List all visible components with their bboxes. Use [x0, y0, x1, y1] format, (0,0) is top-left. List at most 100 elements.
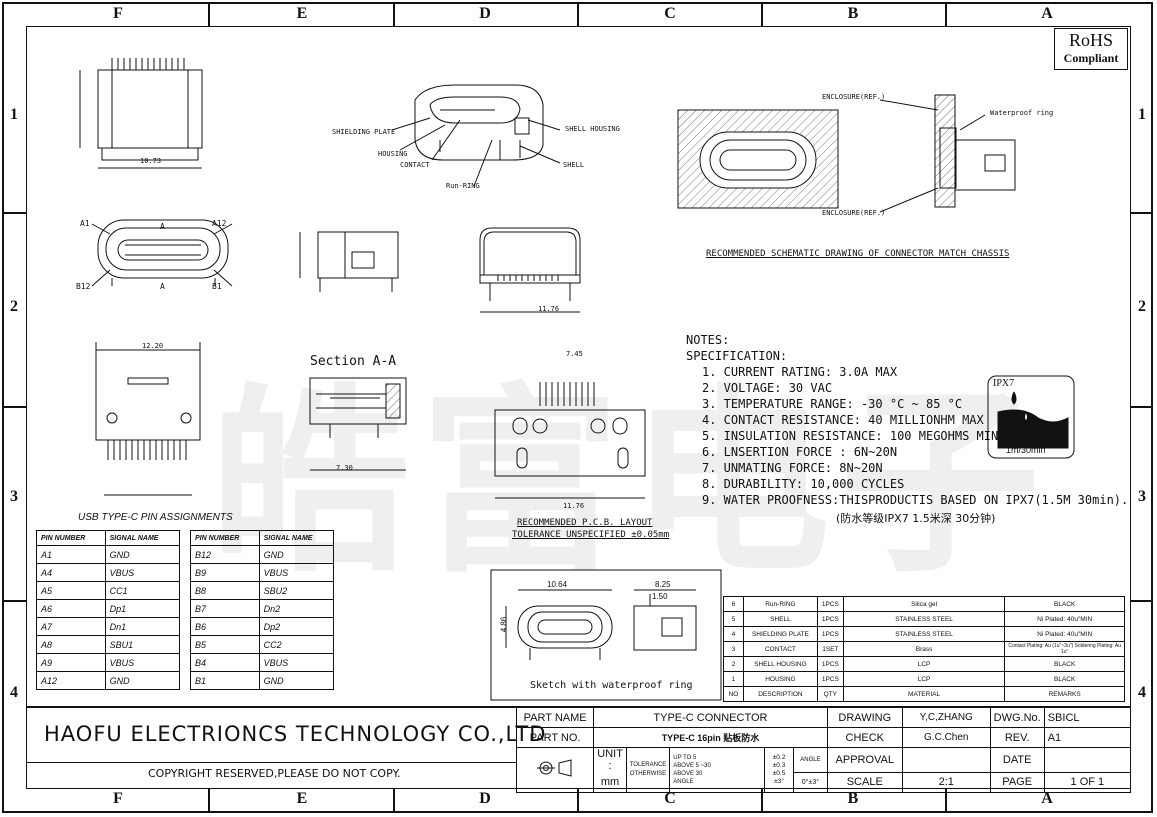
col-header-f-bottom: F — [113, 790, 123, 807]
tol-range-above-30: ABOVE 30 — [673, 770, 703, 777]
tolerance-text: TOLERANCE — [629, 761, 667, 768]
check-value: G.C.Chen — [901, 727, 991, 748]
copyright-text: COPYRIGHT RESERVED,PLEASE DO NOT COPY. — [148, 767, 401, 780]
bom-description: Run-RING — [742, 596, 818, 612]
pin-number: B1 — [190, 671, 260, 690]
company-divider — [26, 762, 516, 763]
date-value — [1043, 747, 1132, 773]
part-no-label: PART NO. — [515, 727, 595, 748]
ipx7-icon-drawing — [987, 375, 1075, 459]
label-section-a-bottom: A — [160, 282, 165, 291]
bom-material: LCP — [842, 656, 1006, 672]
drawing-label: DRAWING — [826, 707, 903, 728]
col-header-a-bottom: A — [1041, 790, 1053, 807]
col-divider — [761, 789, 763, 811]
rohs-text: RoHS — [1068, 30, 1113, 50]
bom-description: DESCRIPTION — [742, 686, 818, 702]
pin-header-number: PIN NUMBER — [190, 530, 260, 546]
col-header-e-top: E — [296, 5, 308, 22]
pin-number: A1 — [36, 545, 106, 564]
bom-no: 6 — [723, 596, 744, 612]
label-b12: B12 — [76, 282, 91, 291]
pin-number: A4 — [36, 563, 106, 582]
pin-number: A9 — [36, 653, 106, 672]
col-divider — [208, 4, 210, 26]
note-item: 8. DURABILITY: 10,000 CYCLES — [702, 477, 905, 491]
section-a-a-view — [309, 377, 407, 471]
signal-name: Dn2 — [258, 599, 335, 618]
col-header-f-top: F — [113, 5, 123, 22]
col-divider — [577, 4, 579, 26]
part-name-label: PART NAME — [515, 707, 595, 728]
rev-label: REV. — [989, 727, 1045, 748]
note-item: 5. INSULATION RESISTANCE: 100 MEGOHMS MI… — [702, 429, 1006, 443]
title-block-table: PART NAME TYPE-C CONNECTOR DRAWING Y,C,Z… — [515, 707, 1132, 793]
col-header-b-bottom: B — [847, 790, 859, 807]
tol-value-1: ±0.2 — [772, 753, 786, 761]
col-divider — [393, 4, 395, 26]
label-contact: CONTACT — [400, 161, 430, 169]
col-header-c-top: C — [664, 5, 676, 22]
notes-chinese: (防水等级IPX7 1.5米深 30分钟) — [836, 512, 996, 525]
col-header-b-top: B — [847, 5, 859, 22]
row-header-2-right: 2 — [1138, 298, 1146, 315]
bom-no: NO — [723, 686, 744, 702]
signal-name: GND — [104, 671, 181, 690]
approval-value — [901, 747, 991, 773]
pin-number: A12 — [36, 671, 106, 690]
col-divider — [393, 789, 395, 811]
row-divider — [4, 212, 26, 214]
pin-number: B7 — [190, 599, 260, 618]
bom-qty: 1SET — [816, 641, 844, 657]
pin-number: B6 — [190, 617, 260, 636]
row-header-4-left: 4 — [10, 684, 18, 701]
dwg-no-label: DWG.No. — [989, 707, 1045, 728]
bom-material: Silica gel — [842, 596, 1006, 612]
bom-material: STAINLESS STEEL — [842, 611, 1006, 627]
signal-name: VBUS — [104, 563, 181, 582]
bom-qty: QTY — [816, 686, 844, 702]
pin-number: B12 — [190, 545, 260, 564]
row-divider — [1131, 600, 1153, 602]
pin-number: A5 — [36, 581, 106, 600]
label-run-ring: Run-RING — [446, 182, 480, 190]
bom-no: 3 — [723, 641, 744, 657]
bom-remarks: BLACK — [1004, 671, 1125, 687]
pcb-tolerance: TOLERANCE UNSPECIFIED ±0.05mm — [512, 530, 670, 540]
pin-number: B4 — [190, 653, 260, 672]
bom-description: HOUSING — [742, 671, 818, 687]
bom-description: CONTACT — [742, 641, 818, 657]
col-divider — [577, 789, 579, 811]
unit-label: UNIT : — [593, 747, 627, 772]
row-divider — [1131, 212, 1153, 214]
col-header-c-bottom: C — [664, 790, 676, 807]
bom-remarks: BLACK — [1004, 656, 1125, 672]
row-header-1-left: 1 — [10, 106, 18, 123]
bom-qty: 1PCS — [816, 656, 844, 672]
row-divider — [1131, 406, 1153, 408]
tol-value-3: ±0.5 — [772, 769, 786, 777]
notes-spec: SPECIFICATION: — [686, 349, 788, 363]
tol-range-5-30: ABOVE 5 ~30 — [673, 762, 711, 769]
compliant-text: Compliant — [1063, 51, 1119, 65]
check-label: CHECK — [826, 727, 903, 748]
pin-number: B8 — [190, 581, 260, 600]
bom-material: Brass — [842, 641, 1006, 657]
signal-name: Dp2 — [258, 617, 335, 636]
note-item: 9. WATER PROOFNESS:THISPRODUCTIS BASED O… — [702, 493, 1129, 507]
projection-icon — [537, 759, 572, 777]
